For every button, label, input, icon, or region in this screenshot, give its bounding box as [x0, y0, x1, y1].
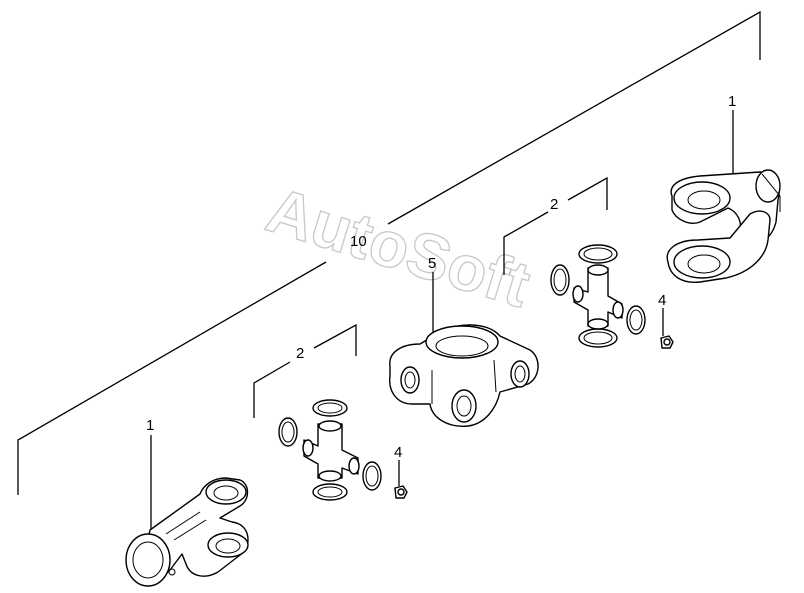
callout-5: 5: [428, 255, 436, 272]
cross-kit-bracket-bottom: [253, 323, 357, 418]
grease-fitting-bottom: [394, 485, 408, 499]
grease-fitting-top: [660, 335, 674, 349]
callout-4-top: 4: [658, 292, 666, 309]
cross-kit-top: [550, 244, 646, 348]
end-yoke-bottom: [125, 477, 249, 587]
cross-kit-bracket-top: [503, 176, 608, 275]
callout-10: 10: [350, 233, 367, 250]
callout-4-bottom: 4: [394, 444, 402, 461]
callout-1-top: 1: [728, 93, 736, 110]
end-yoke-top: [666, 169, 781, 283]
callout-2-top: 2: [550, 196, 558, 213]
center-yoke: [389, 324, 539, 427]
callout-2-bottom: 2: [296, 345, 304, 362]
watermark: AutoSoft: [259, 173, 538, 321]
assembly-bracket-10: [17, 10, 761, 495]
cross-kit-bottom: [278, 399, 382, 501]
callout-1-bottom: 1: [146, 417, 154, 434]
